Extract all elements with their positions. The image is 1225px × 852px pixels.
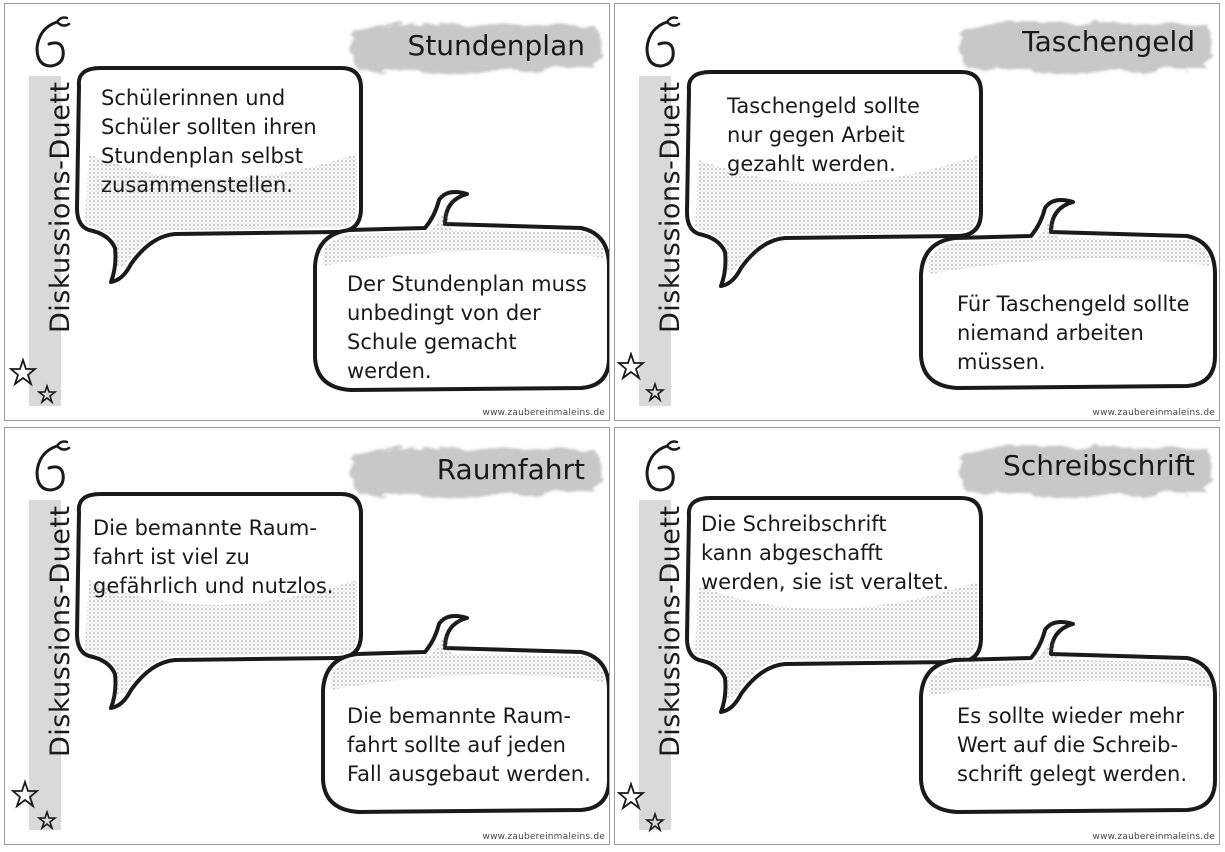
- statement-contra: Die bemannte Raum- fahrt sollte auf jede…: [347, 704, 591, 786]
- discussion-card-taschengeld: Diskussions-Duett Taschengeld Taschengel…: [614, 3, 1220, 421]
- speech-bubbles: [75, 66, 609, 392]
- side-label: Diskussions-Duett: [45, 81, 76, 333]
- swirl-arrow-icon: [645, 16, 681, 68]
- swirl-arrow-icon: [35, 440, 71, 492]
- statement-contra: Für Taschengeld sollte niemand arbeiten …: [957, 292, 1190, 374]
- side-label: Diskussions-Duett: [655, 505, 686, 757]
- swirl-arrow-icon: [645, 440, 681, 492]
- stars-icon: [10, 779, 58, 831]
- stars-icon: [617, 781, 666, 833]
- side-strip: [29, 500, 61, 830]
- card-title: Schreibschrift: [1003, 449, 1195, 482]
- card-title: Stundenplan: [407, 29, 585, 62]
- statement-pro: Taschengeld sollte nur gegen Arbeit geza…: [727, 94, 920, 176]
- title-brush-background: [351, 447, 602, 497]
- stars-icon: [8, 357, 58, 405]
- website-link: www.zaubereinmaleins.de: [1092, 408, 1215, 418]
- discussion-card-raumfahrt: Diskussions-Duett Raumfahrt Die bemannte…: [4, 427, 610, 845]
- speech-bubbles: [685, 70, 1217, 390]
- statement-pro: Die bemannte Raum- fahrt ist viel zu gef…: [93, 516, 334, 598]
- title-brush-background: [959, 445, 1212, 496]
- side-strip: [639, 500, 671, 830]
- card-title: Taschengeld: [1022, 25, 1195, 58]
- swirl-arrow-icon: [35, 16, 71, 68]
- side-strip: [639, 76, 671, 406]
- speech-bubbles: [685, 496, 1217, 814]
- speech-bubbles: [75, 492, 609, 814]
- website-link: www.zaubereinmaleins.de: [1092, 832, 1215, 842]
- statement-pro: Schülerinnen und Schüler sollten ihren S…: [101, 86, 317, 197]
- stars-icon: [617, 352, 666, 403]
- website-link: www.zaubereinmaleins.de: [482, 832, 605, 842]
- side-label: Diskussions-Duett: [45, 505, 76, 757]
- card-title: Raumfahrt: [436, 453, 585, 486]
- title-brush-background: [351, 23, 602, 73]
- statement-contra: Der Stundenplan muss unbedingt von der S…: [347, 272, 587, 383]
- discussion-card-stundenplan: Diskussions-Duett Stundenplan Schülerinn…: [4, 3, 610, 421]
- side-strip: [29, 76, 61, 406]
- discussion-card-schreibschrift: Diskussions-Duett Schreibschrift Die Sch…: [614, 427, 1220, 845]
- side-label: Diskussions-Duett: [655, 81, 686, 333]
- website-link: www.zaubereinmaleins.de: [482, 408, 605, 418]
- statement-contra: Es sollte wieder mehr Wert auf die Schre…: [957, 704, 1188, 786]
- title-brush-background: [959, 21, 1212, 72]
- statement-pro: Die Schreibschrift kann abgeschafft werd…: [701, 512, 950, 594]
